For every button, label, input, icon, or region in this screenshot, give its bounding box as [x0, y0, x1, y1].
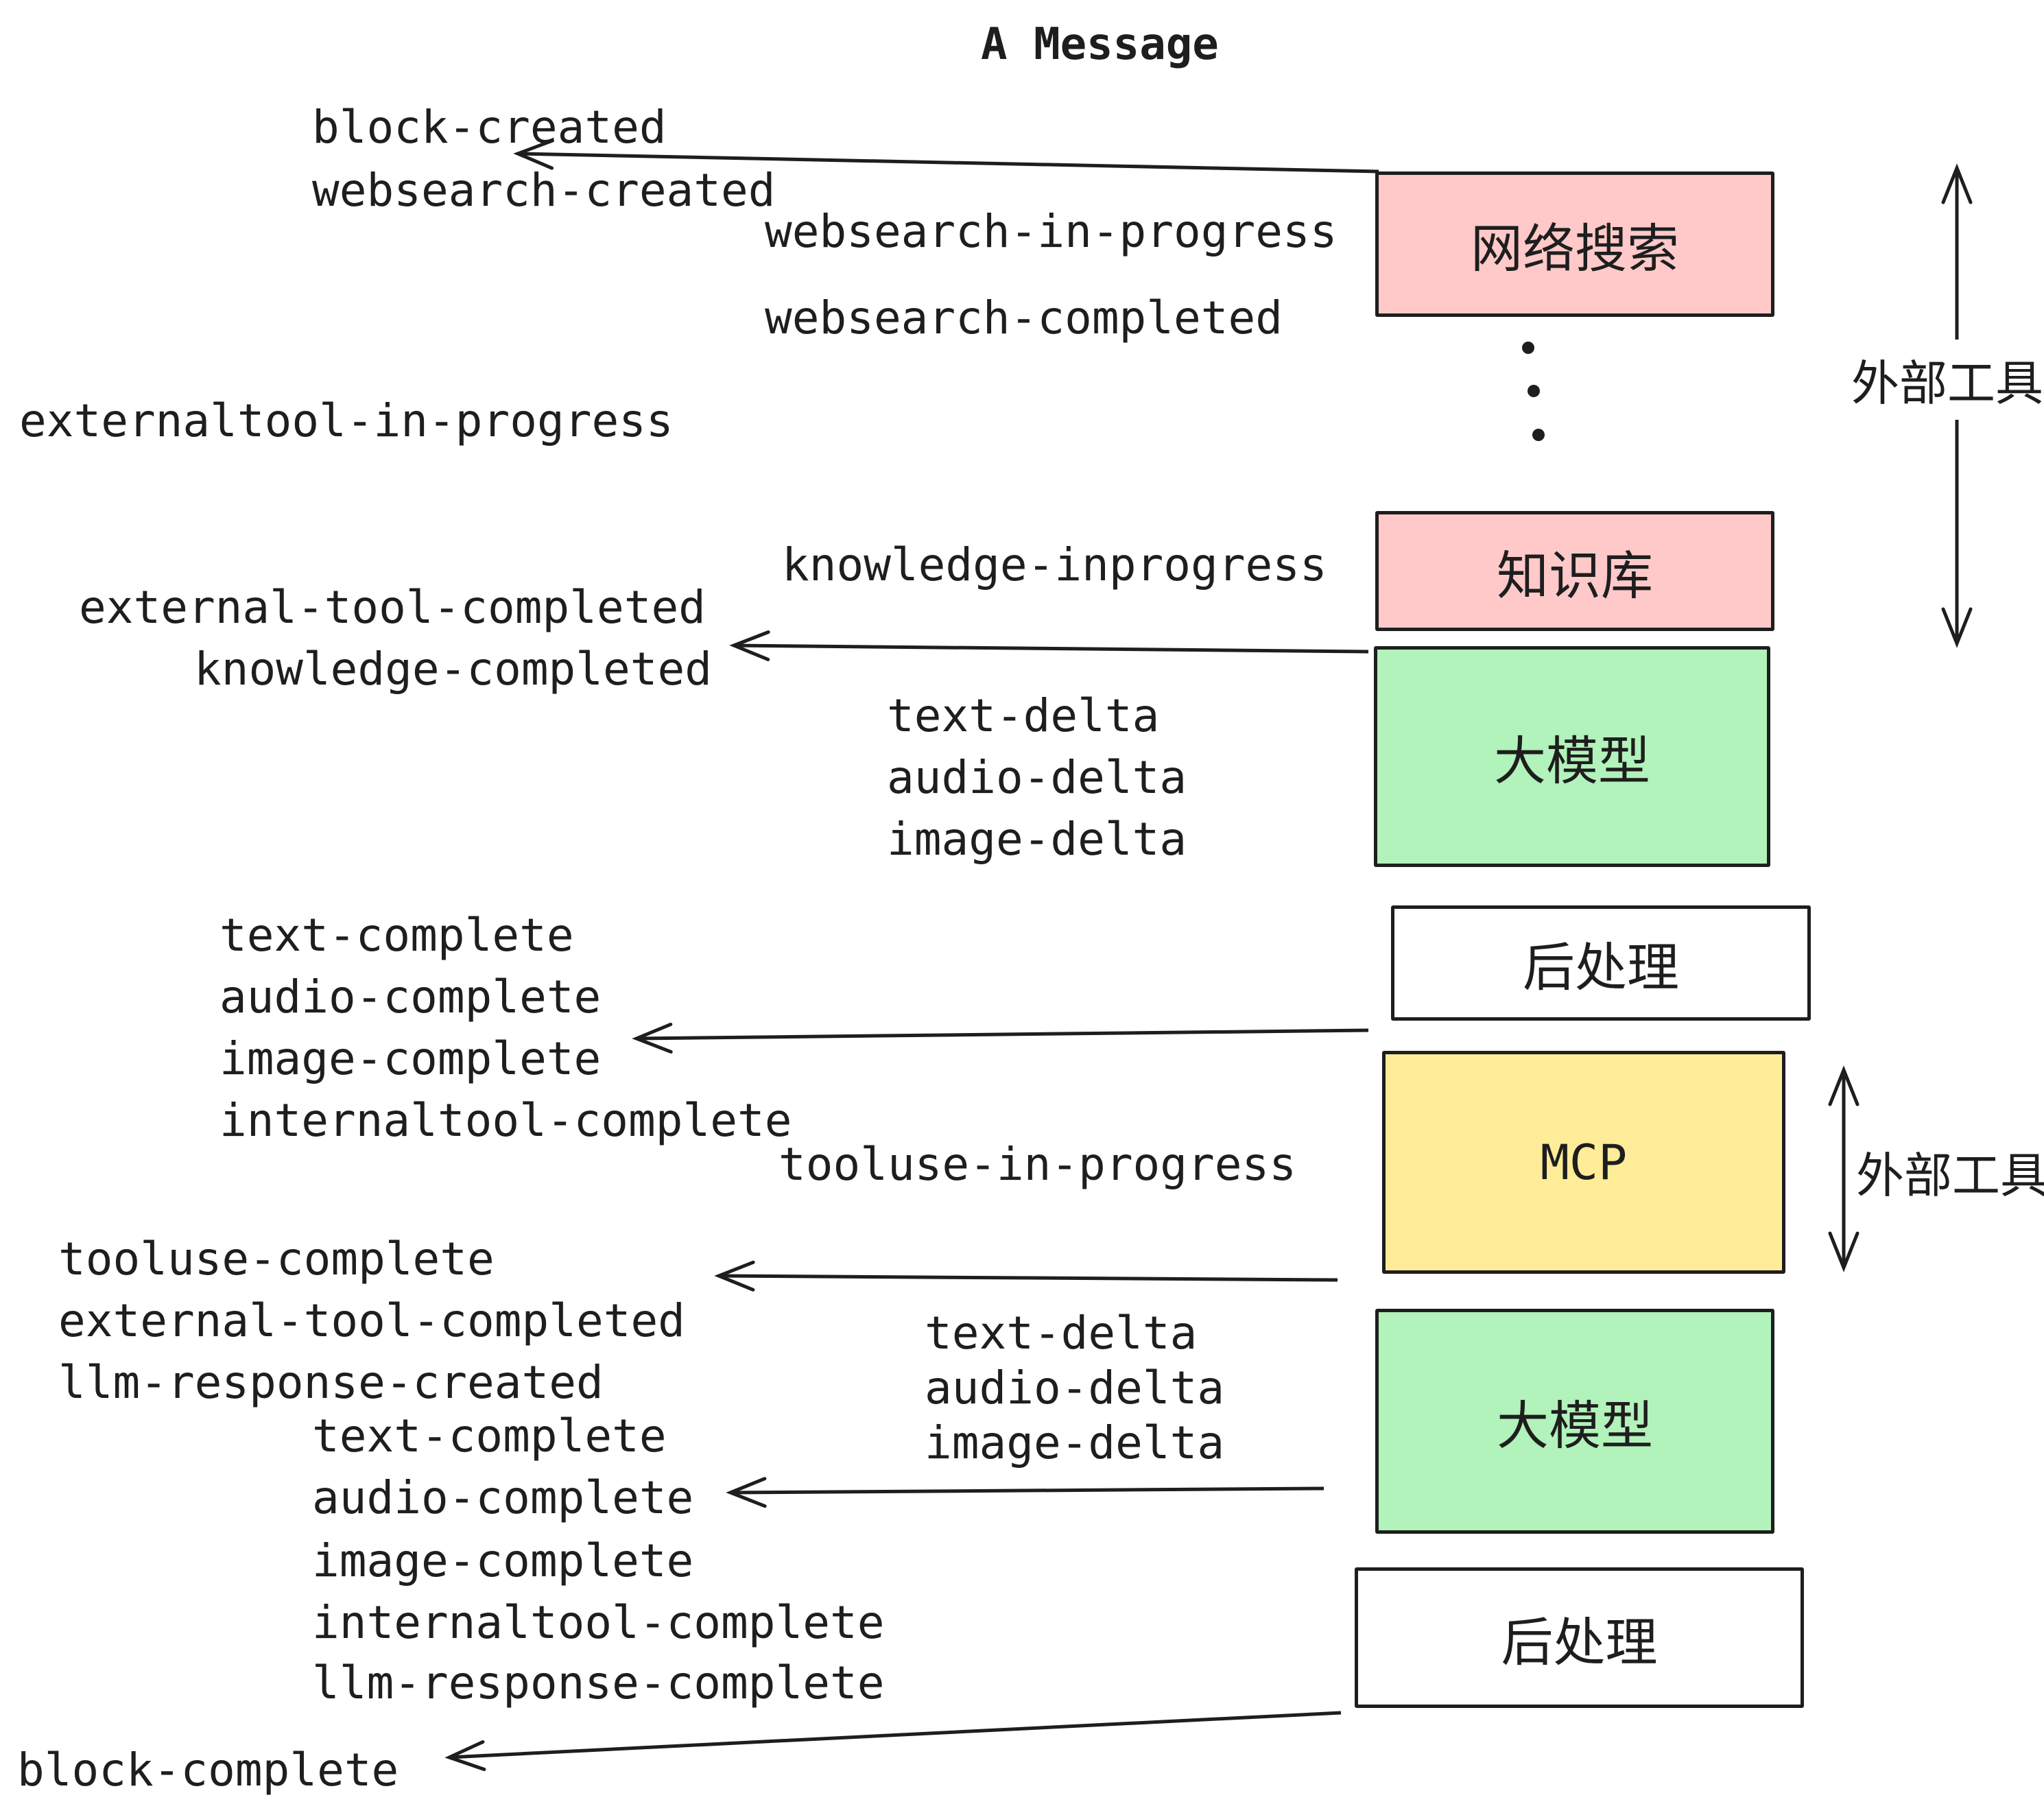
node-llm-2: 大模型 — [1375, 1309, 1774, 1534]
event-image-delta: image-delta — [887, 813, 1187, 866]
event-image-delta-2: image-delta — [925, 1416, 1225, 1469]
node-postprocess-2-label: 后处理 — [1501, 1611, 1658, 1673]
event-websearch-in-progress: websearch-in-progress — [765, 205, 1338, 258]
event-tooluse-in-progress: tooluse-in-progress — [779, 1138, 1296, 1191]
node-knowledge-base-label: 知识库 — [1497, 545, 1653, 606]
diagram-title: A Message — [981, 19, 1219, 70]
node-postprocess-1-label: 后处理 — [1523, 937, 1679, 998]
event-external-tool-completed-2: external-tool-completed — [58, 1294, 685, 1347]
event-audio-complete-2: audio-complete — [312, 1471, 694, 1524]
event-knowledge-inprogress: knowledge-inprogress — [782, 538, 1327, 591]
event-llm-response-complete: llm-response-complete — [312, 1657, 885, 1709]
event-tooluse-complete: tooluse-complete — [58, 1233, 495, 1285]
ellipsis-dot — [1528, 385, 1540, 397]
node-llm-1-label: 大模型 — [1494, 731, 1650, 792]
node-websearch-label: 网络搜索 — [1471, 218, 1679, 279]
node-knowledge-base: 知识库 — [1375, 511, 1774, 631]
ellipsis-dot — [1532, 429, 1545, 441]
event-websearch-created: websearch-created — [312, 164, 776, 217]
event-text-delta-2: text-delta — [925, 1307, 1198, 1360]
event-knowledge-completed: knowledge-completed — [194, 643, 712, 696]
event-websearch-completed: websearch-completed — [765, 292, 1283, 344]
event-block-created: block-created — [312, 101, 667, 154]
annotation-external-tools-mid: 外部工具 — [1856, 1148, 2044, 1204]
event-text-delta: text-delta — [887, 689, 1160, 742]
arrow-image-complete — [632, 1022, 1369, 1054]
node-websearch: 网络搜索 — [1375, 171, 1774, 317]
arrow-websearch-created — [513, 139, 1379, 174]
event-audio-delta-2: audio-delta — [925, 1362, 1225, 1414]
node-mcp-label: MCP — [1540, 1134, 1628, 1191]
event-text-complete-2: text-complete — [312, 1410, 667, 1462]
event-llm-response-created: llm-response-created — [58, 1356, 604, 1409]
node-mcp: MCP — [1382, 1051, 1785, 1274]
arrow-tooluse-complete — [714, 1260, 1338, 1292]
event-internaltool-complete-2: internaltool-complete — [312, 1596, 885, 1649]
node-llm-2-label: 大模型 — [1497, 1395, 1653, 1456]
event-external-tool-completed: external-tool-completed — [79, 581, 706, 634]
event-block-complete: block-complete — [17, 1744, 399, 1796]
node-postprocess-1: 后处理 — [1391, 905, 1811, 1021]
ellipsis-dot — [1522, 342, 1534, 354]
event-externaltool-in-progress: externaltool-in-progress — [19, 394, 674, 447]
node-postprocess-2: 后处理 — [1355, 1567, 1804, 1708]
event-image-complete: image-complete — [219, 1032, 602, 1085]
arrow-knowledge-completed — [729, 630, 1369, 661]
arrow-audio-complete — [726, 1477, 1324, 1508]
annotation-external-tools-top: 外部工具 — [1850, 340, 2044, 420]
event-image-complete-2: image-complete — [312, 1534, 694, 1587]
arrow-block-complete — [444, 1711, 1342, 1771]
event-audio-delta: audio-delta — [887, 751, 1187, 804]
event-text-complete: text-complete — [219, 909, 574, 962]
event-internaltool-complete: internaltool-complete — [219, 1094, 792, 1147]
node-llm-1: 大模型 — [1374, 646, 1770, 867]
event-audio-complete: audio-complete — [219, 971, 602, 1023]
